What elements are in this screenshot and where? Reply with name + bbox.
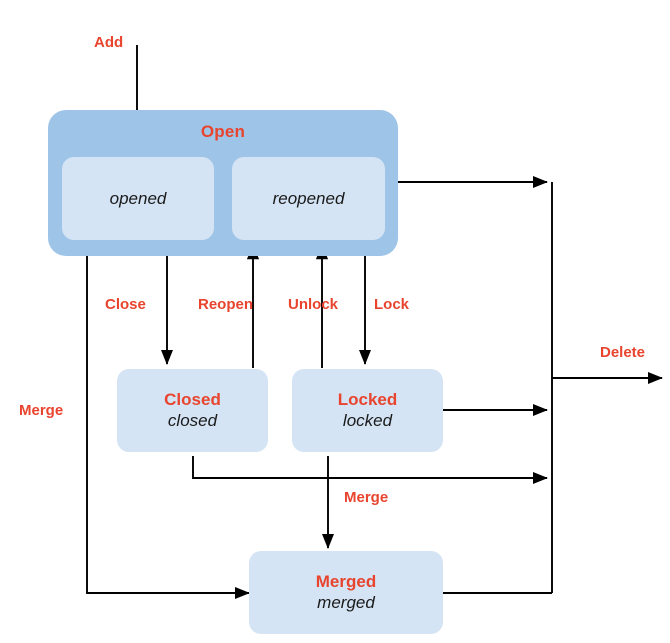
state-opened[interactable]: opened <box>62 157 214 240</box>
state-reopened-internal-name: reopened <box>272 188 345 208</box>
state-locked-title: Locked <box>337 390 398 409</box>
state-closed-internal-name: closed <box>167 411 218 430</box>
state-opened-internal-name: opened <box>109 188 167 208</box>
state-locked-internal-name: locked <box>342 411 393 430</box>
state-closed[interactable]: Closed closed <box>117 369 268 452</box>
edge-label-merge-closed: Merge <box>344 489 389 506</box>
edge-merge-closed <box>192 456 548 485</box>
edge-label-merge-open: Merge <box>19 402 64 419</box>
state-merged-internal-name: merged <box>317 593 375 612</box>
group-open-label: Open <box>200 122 246 141</box>
state-merged[interactable]: Merged merged <box>249 551 443 634</box>
edge-label-reopen: Reopen <box>198 296 254 313</box>
state-reopened[interactable]: reopened <box>232 157 385 240</box>
edge-label-close: Close <box>105 296 146 313</box>
edge-label-delete: Delete <box>600 344 646 361</box>
state-merged-title: Merged <box>315 572 377 591</box>
edge-label-unlock: Unlock <box>288 296 339 313</box>
edge-label-add: Add <box>94 34 124 51</box>
state-closed-title: Closed <box>164 390 221 409</box>
edge-label-lock: Lock <box>374 296 410 313</box>
state-locked[interactable]: Locked locked <box>292 369 443 452</box>
